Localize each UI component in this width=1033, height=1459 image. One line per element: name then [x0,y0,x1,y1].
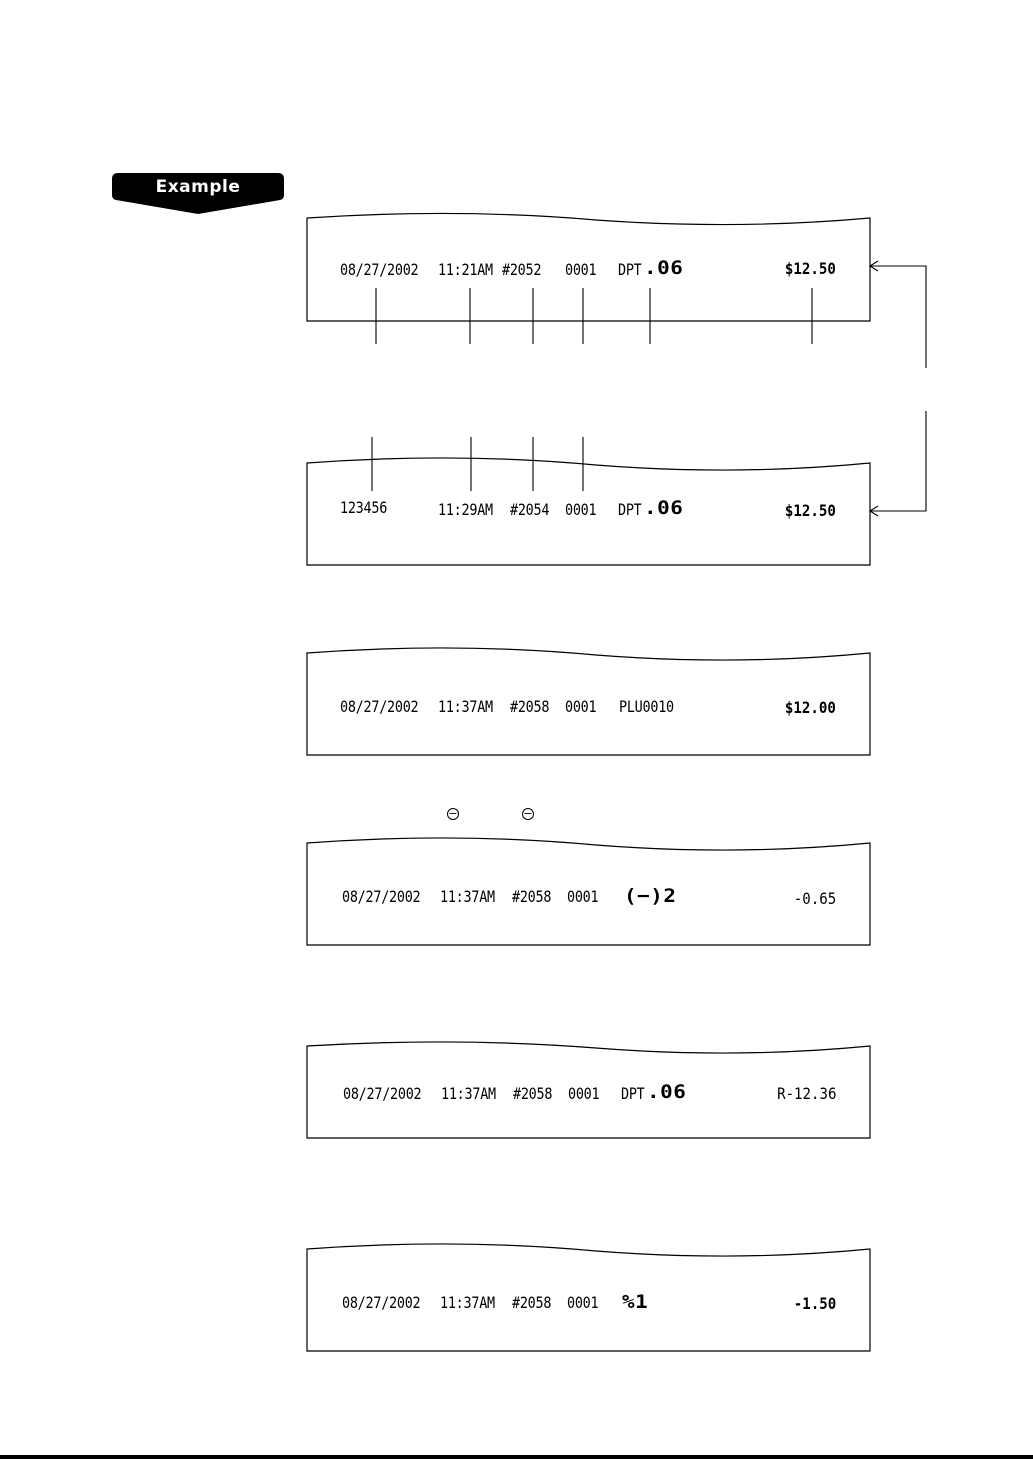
receipt-item-prefix: DPT [621,1084,645,1103]
receipt-time: 11:37AM [441,1084,496,1103]
receipt-amount: -0.65 [794,889,836,908]
receipt-1: 08/27/2002 11:21AM #2052 0001 DPT .06 $1… [306,210,872,325]
receipt-item-suffix: (−)2 [624,885,677,907]
receipt-6: 08/27/2002 11:37AM #2058 0001 %1 -1.50 [306,1241,872,1355]
receipt-time: 11:37AM [440,1293,495,1312]
receipt-consec-no: #2058 [512,1293,551,1312]
receipt-item-suffix: .06 [644,497,683,519]
receipt-time: 11:21AM [438,260,493,279]
receipt-time: 11:29AM [438,500,493,519]
receipt-clerk-code: 0001 [567,1293,598,1312]
receipt-3: 08/27/2002 11:37AM #2058 0001 PLU0010 $1… [306,645,872,759]
receipt-amount: R-12.36 [777,1084,836,1103]
receipt-5: 08/27/2002 11:37AM #2058 0001 DPT .06 R-… [306,1040,872,1142]
receipt-date: 08/27/2002 [340,697,418,716]
receipt-time: 11:37AM [438,697,493,716]
receipt-consec-no: #2052 [502,260,541,279]
minus-key-icon: − [447,808,459,820]
receipt-item-suffix: %1 [622,1291,648,1313]
receipt-4: 08/27/2002 11:37AM #2058 0001 (−)2 -0.65 [306,835,872,949]
receipt-amount: -1.50 [794,1294,836,1313]
receipt-2: 123456 11:29AM #2054 0001 DPT .06 $12.50 [306,455,872,569]
receipt-date: 123456 [340,498,387,517]
receipt-amount: $12.50 [785,259,836,278]
receipt-date: 08/27/2002 [340,260,418,279]
receipt-clerk-code: 0001 [567,887,598,906]
receipt-clerk-code: 0001 [565,697,596,716]
receipt-amount: $12.50 [785,501,836,520]
minus-key-icon: − [522,808,534,820]
receipt-item-suffix: .06 [644,257,683,279]
receipt-item-prefix: DPT [618,500,642,519]
receipt-date: 08/27/2002 [342,887,420,906]
receipt-item-suffix: .06 [647,1081,686,1103]
receipt-amount: $12.00 [785,698,836,717]
receipt-time: 11:37AM [440,887,495,906]
receipt-consec-no: #2058 [512,887,551,906]
receipt-date: 08/27/2002 [342,1293,420,1312]
receipt-consec-no: #2058 [513,1084,552,1103]
page-bottom-rule [0,1455,1033,1459]
receipt-consec-no: #2054 [510,500,549,519]
receipt-clerk-code: 0001 [565,500,596,519]
receipt-clerk-code: 0001 [568,1084,599,1103]
badge-label: Example [112,177,284,197]
example-badge: Example [112,173,284,215]
receipt-item-prefix: PLU0010 [619,697,674,716]
receipt-clerk-code: 0001 [565,260,596,279]
receipt-item-prefix: DPT [618,260,642,279]
receipt-date: 08/27/2002 [343,1084,421,1103]
receipt-consec-no: #2058 [510,697,549,716]
